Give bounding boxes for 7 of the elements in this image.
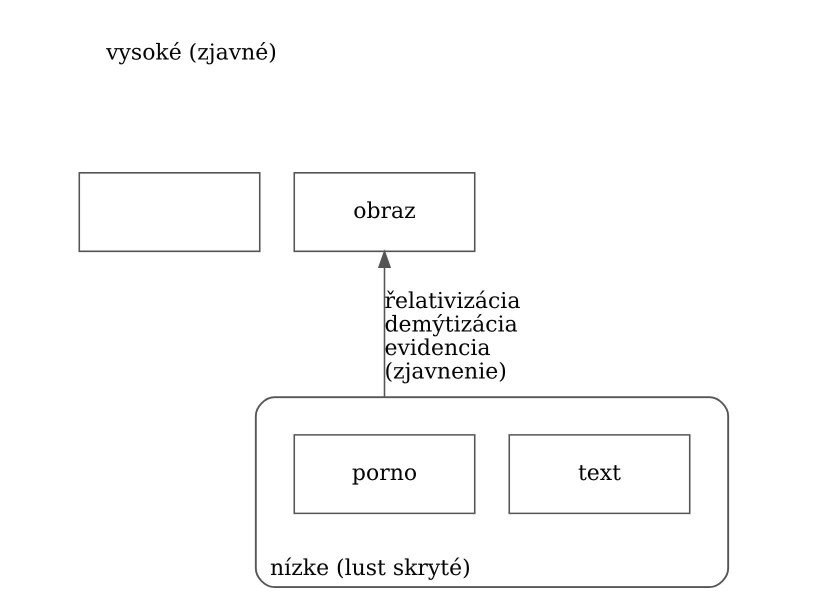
edge-label: řelativizácia demýtizácia evidencia (zjavnenie) [384, 289, 520, 385]
node-box: porno [292, 434, 476, 514]
arrow [377, 249, 391, 398]
node-box: text [508, 434, 690, 514]
label: vysoké (zjavné) [106, 40, 276, 66]
node-box: obraz [292, 172, 476, 252]
node-box [78, 172, 260, 252]
